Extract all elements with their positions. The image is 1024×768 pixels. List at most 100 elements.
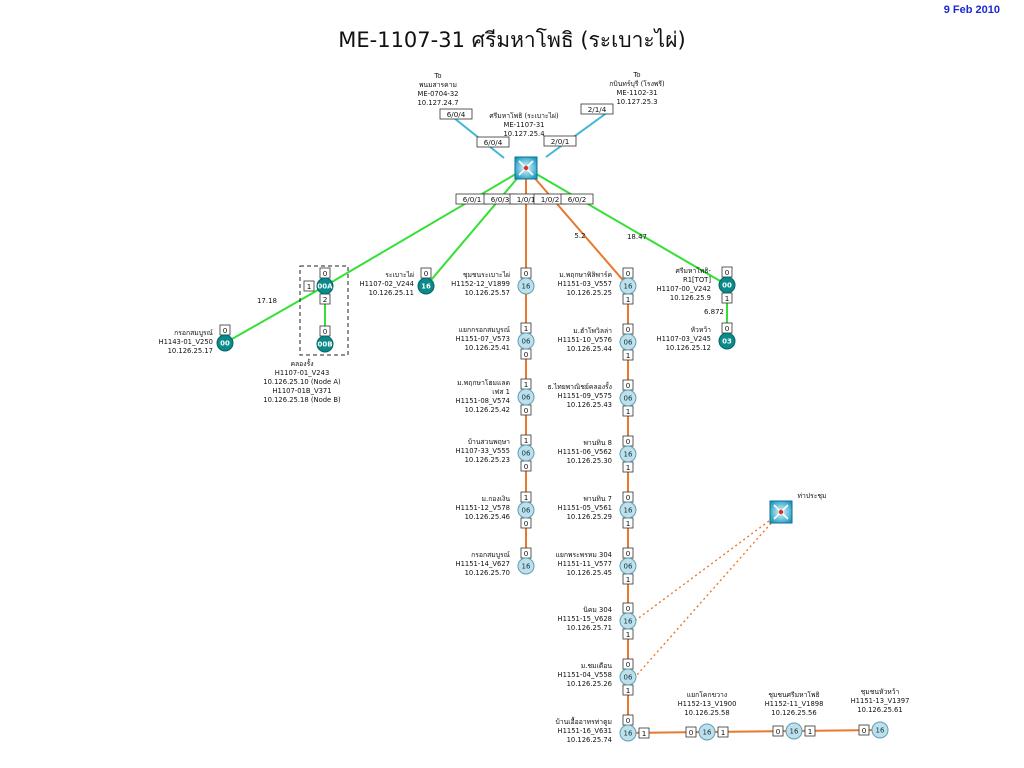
- upstream-right-label-line-1: กบินทร์บุรี (โรงพรี): [609, 79, 665, 88]
- node-n_h2-port-right: 1: [808, 727, 813, 736]
- node-n_00A-port-left: 1: [307, 282, 312, 291]
- node-n_h3-label-line-0: ชุมชนหัวหว้า: [861, 688, 900, 696]
- node-n_4c-label: 06: [624, 395, 633, 403]
- node-n_4d-label-line-0: พานทิน 8: [583, 439, 612, 447]
- node-n_4e-label-line-0: พานทิน 7: [583, 495, 612, 503]
- node-n_h3-label-line-1: H1151-13_V1397: [851, 697, 910, 705]
- node-n_3e-port-bottom: 0: [524, 519, 529, 528]
- node-n_4b-port-bottom: 1: [626, 351, 631, 360]
- node-n_3b-label-line-0: แยกกรอกสมบูรณ์: [459, 326, 511, 334]
- node-n_5b-label: 03: [722, 338, 732, 346]
- node-n_3b-label-line-1: H1151-07_V573: [455, 335, 510, 343]
- link-value-2: 17.18: [257, 297, 277, 305]
- node-n_4i-port-right-box: [638, 727, 650, 739]
- node-n_4h-label-line-0: ม.ชมเดือน: [581, 662, 613, 670]
- node-n_0043-label: 00: [220, 340, 230, 348]
- hub-port-left: 6/0/4: [484, 138, 503, 147]
- node-n_3a-label-line-2: 10.126.25.57: [465, 289, 510, 297]
- link-hub-5a: [525, 167, 728, 286]
- node-n_5a-label-line-2: H1107-00_V242: [656, 285, 711, 293]
- node-n_h2-label: 16: [790, 728, 799, 736]
- node-n_5a-port-top: 0: [725, 268, 730, 277]
- upstream-right-port: 2/1/4: [588, 105, 607, 114]
- node-n_2a-label-line-1: H1107-02_V244: [359, 280, 414, 288]
- node-n_4e-label: 16: [624, 507, 633, 515]
- upstream-right-label-line-3: 10.127.25.3: [616, 98, 657, 106]
- node-n_4g-label: 16: [624, 618, 633, 626]
- node-n_0043-port-top: 0: [223, 326, 228, 335]
- node-n_4d-label-line-2: 10.126.25.30: [567, 457, 612, 465]
- upstream-right-label-line-2: ME-1102-31: [616, 89, 657, 97]
- node-n_h3-label-line-2: 10.126.25.61: [857, 706, 902, 714]
- node-n_h2-circle: [785, 722, 803, 740]
- node-n_3b-label-line-2: 10.126.25.41: [465, 344, 510, 352]
- node-n_4h-label: 06: [624, 674, 633, 682]
- node-n_3e-label: 06: [522, 507, 531, 515]
- node-n_4a-label-line-2: 10.126.25.25: [567, 289, 612, 297]
- node-n_h1-port-right-box: [717, 726, 729, 738]
- node-n_0043-label-line-2: 10.126.25.17: [168, 347, 213, 355]
- node-n_5a-label-line-0: ศรีมหาโพธิ-: [676, 266, 712, 275]
- node-n_3a-port-top: 0: [524, 269, 529, 278]
- node-n_h2-label-line-1: H1152-11_V1898: [765, 700, 824, 708]
- node-n_5b-circle: [718, 332, 736, 350]
- node-n_4e-port-top: 0: [626, 493, 631, 502]
- node-n_3c-circle: [517, 388, 535, 406]
- node-n_4e-label-line-1: H1151-05_V561: [557, 504, 612, 512]
- node-n_3a-label: 16: [522, 283, 531, 291]
- node-n_4b-label-line-1: H1151-10_V576: [557, 336, 612, 344]
- node-n_3f-label: 16: [522, 563, 531, 571]
- node-n_3d-label-line-1: H1107-33_V555: [455, 447, 510, 455]
- node-n_2a-label-line-2: 10.126.25.11: [369, 289, 414, 297]
- node-n_5a-circle: [718, 276, 736, 294]
- node-n_4d-circle: [619, 445, 637, 463]
- node-n_4h-label-line-1: H1151-04_V558: [557, 671, 612, 679]
- node-n_4f-label: 06: [624, 563, 633, 571]
- node-n_00A-circle: [316, 277, 334, 295]
- node-n_3c-label-line-0: ม.พฤกษาโฮมแลด: [457, 378, 510, 387]
- node-n_5a-port-bottom: 1: [725, 294, 730, 303]
- node-n_4a-label: 16: [624, 283, 633, 291]
- node-n_h3-label: 16: [876, 727, 885, 735]
- node-n_4c-label-line-0: ธ.ไทยพาณิชย์คลองรั้ง: [548, 381, 612, 391]
- node-n_3c-port-bottom: 0: [524, 406, 529, 415]
- node-n_2a-label-line-0: ระเบาะไผ่: [385, 271, 414, 279]
- node-n_4g-label-line-1: H1151-15_V628: [557, 615, 612, 623]
- node-n_4b-label: 06: [624, 339, 633, 347]
- node-n_h1-label-line-2: 10.126.25.58: [684, 709, 729, 717]
- node-n_4g-label-line-2: 10.126.25.71: [567, 624, 612, 632]
- node-n_5b-port-top: 0: [725, 324, 730, 333]
- node-n_3a-label-line-1: H1152-12_V1899: [451, 280, 510, 288]
- date-label: 9 Feb 2010: [943, 4, 1000, 16]
- upstream-left-label-line-1: พนมสารคาม: [419, 81, 457, 89]
- node-n_4a-port-top: 0: [626, 269, 631, 278]
- node-n_00B-label: 00B: [317, 341, 332, 349]
- node-n_4i-label: 16: [624, 730, 633, 738]
- node-n_5a-label: 00: [722, 282, 732, 290]
- upstream-left-label-line-3: 10.127.24.7: [417, 99, 458, 107]
- node-n_00A-label: 00A: [317, 283, 333, 291]
- node-n_4d-port-bottom: 1: [626, 463, 631, 472]
- node-n_4c-port-top: 0: [626, 381, 631, 390]
- uplink-right: [545, 111, 609, 158]
- node-n_4a-label-line-0: ม.พฤกษาพิลิพาร์ค: [559, 271, 612, 279]
- hub-port-2: 1/0/1: [517, 195, 536, 204]
- remote-switch-icon-center: [778, 509, 784, 515]
- node-n_3c-label-line-3: 10.126.25.42: [465, 406, 510, 414]
- node-n_3d-label: 06: [522, 450, 531, 458]
- cluster-label-line-4: 10.126.25.18 (Node B): [263, 396, 341, 404]
- link-hub-4a: [525, 167, 629, 287]
- cluster-box: [299, 265, 349, 356]
- node-n_4i-label-line-2: 10.126.25.74: [567, 736, 612, 744]
- node-n_3e-label-line-0: ม.กองเงิน: [482, 495, 511, 503]
- node-n_4g-port-top: 0: [626, 604, 631, 613]
- node-n_h2-port-right-box: [804, 725, 816, 737]
- hub-port-4: 6/0/2: [568, 195, 587, 204]
- node-n_3c-label-line-2: H1151-08_V574: [455, 397, 510, 405]
- remote-switch-label-line-0: ท่าประชุม: [797, 492, 826, 500]
- node-n_4g-label-line-0: นิคม 304: [583, 606, 612, 614]
- node-n_h3-circle: [871, 721, 889, 739]
- node-n_4d-label: 16: [624, 451, 633, 459]
- node-n_3e-label-line-1: H1151-12_V578: [455, 504, 510, 512]
